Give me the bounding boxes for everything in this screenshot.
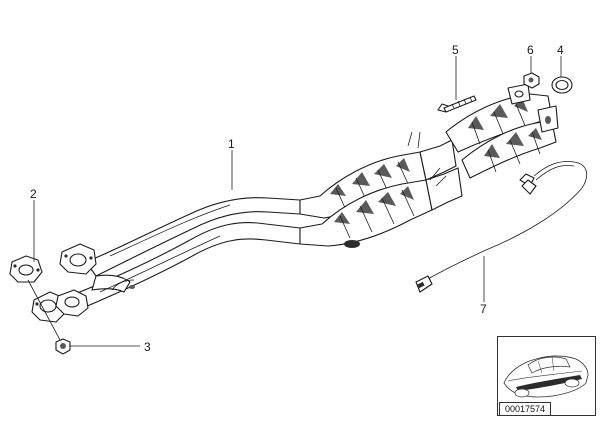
callout-5: 5: [452, 43, 459, 57]
callout-3: 3: [144, 340, 151, 354]
leader-lines: [27, 56, 562, 347]
oxygen-sensor-part-7: [415, 161, 588, 293]
diagram-code-label: 00017574: [499, 402, 551, 416]
rear-converter-lower: [461, 105, 559, 179]
vehicle-icon: [503, 355, 589, 398]
callout-2: 2: [30, 187, 37, 201]
front-pipe: [69, 197, 301, 311]
callout-6: 6: [527, 43, 534, 57]
flange-right-top: [59, 243, 97, 275]
gasket-ring-part-4: [551, 76, 573, 94]
flange-right-bottom: [55, 289, 89, 317]
hex-nut-part-3: [55, 338, 71, 355]
callout-4: 4: [557, 43, 564, 57]
bolt-part-5: [437, 95, 477, 113]
flange-left-top: [9, 255, 43, 283]
nut-part-6: [523, 72, 540, 89]
callout-1: 1: [228, 137, 235, 151]
catalytic-converter-lower: [299, 167, 463, 248]
callout-7: 7: [480, 302, 487, 316]
